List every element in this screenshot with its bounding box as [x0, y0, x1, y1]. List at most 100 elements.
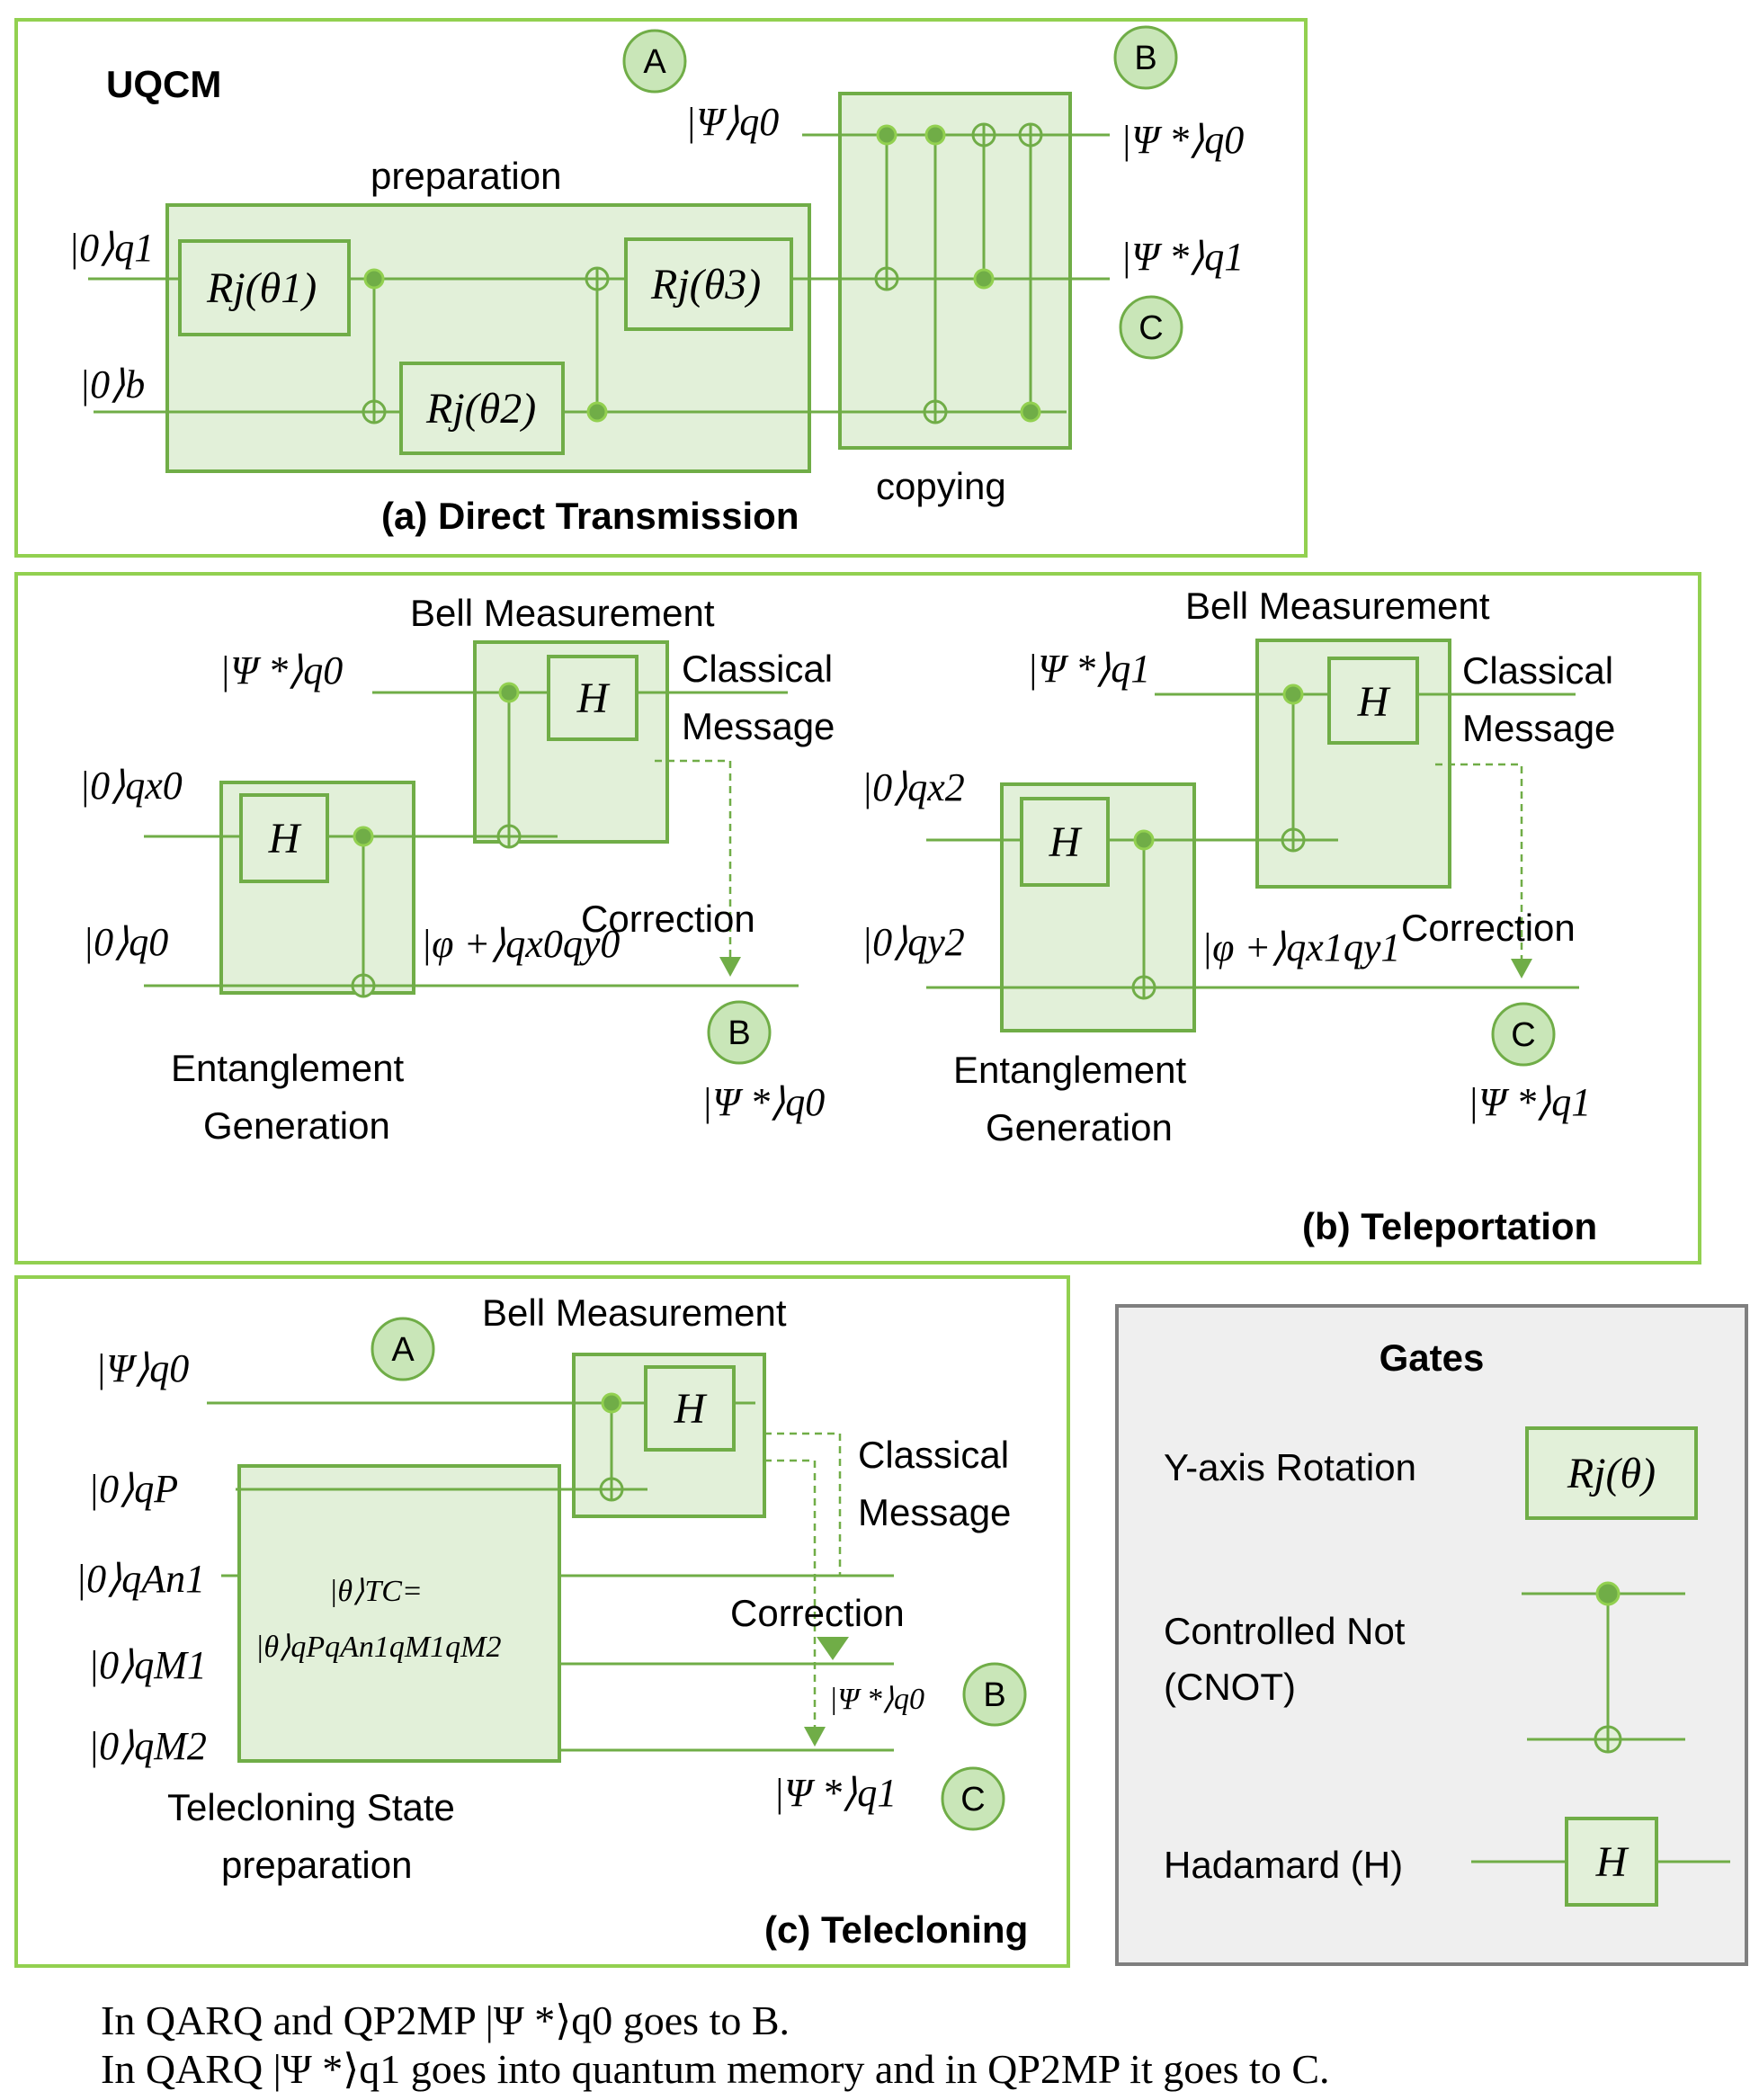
- classical-left-2: Message: [682, 705, 835, 747]
- cnot-copy-3-target-icon: [971, 122, 996, 147]
- cnot-bell-left-target-icon: [496, 824, 522, 849]
- gate-rj-theta2: [399, 362, 565, 455]
- marker-c-clone-label: C: [960, 1781, 985, 1819]
- legend-y-rotation: Y-axis Rotation: [1164, 1446, 1416, 1488]
- legend-cnot-target-icon: [1594, 1725, 1622, 1754]
- gate-rj-theta1-label: Rj(θ1): [206, 264, 317, 312]
- gate-h-ent-right: [1020, 797, 1110, 887]
- cnot-copy-1-target-icon: [874, 266, 899, 291]
- gate-h-bell-left-label: H: [576, 675, 611, 722]
- marker-c-tele-label: C: [1511, 1016, 1535, 1054]
- marker-b-label: B: [1134, 40, 1156, 77]
- marker-c-label: C: [1138, 309, 1163, 347]
- correction-right: Correction: [1401, 907, 1576, 949]
- label-c-zero-m2: |0⟩qM2: [88, 1724, 207, 1768]
- label-left-epr: |φ +⟩qx0qy0: [421, 922, 620, 966]
- note-line-1: In QARQ and QP2MP |Ψ *⟩q0 goes to B.: [101, 1997, 790, 2043]
- note-line-2: In QARQ |Ψ *⟩q1 goes into quantum memory…: [101, 2046, 1330, 2092]
- legend-h-gate: [1565, 1817, 1658, 1907]
- label-right-zero-q: |0⟩qy2: [862, 920, 965, 964]
- cnot-copy-4-target-icon: [1018, 122, 1043, 147]
- caption-b: (b) Teleportation: [1302, 1205, 1597, 1247]
- cnot-bell-right-control-icon: [1282, 684, 1304, 705]
- cnot-copy-4-control-icon: [1020, 401, 1041, 423]
- label-c-output-q1: |Ψ *⟩q1: [773, 1771, 897, 1815]
- label-left-zero-q: |0⟩q0: [83, 920, 168, 964]
- cnot-prep-1-target-icon: [362, 399, 387, 424]
- cnot-ent-right-control-icon: [1133, 829, 1155, 851]
- classical-left-dash: [655, 759, 732, 961]
- panel-telecloning: Bell Measurement H |Ψ⟩q0 |0⟩qP |0⟩qAn1 |…: [14, 1275, 1070, 1968]
- cnot-bell-left-control-icon: [498, 682, 520, 703]
- cnot-prep-1-control-icon: [363, 268, 385, 290]
- caption-a: (a) Direct Transmission: [381, 495, 799, 537]
- legend-rj-gate: [1525, 1426, 1698, 1520]
- label-right-output: |Ψ *⟩q1: [1468, 1080, 1591, 1124]
- marker-c-tele-icon: [1491, 1002, 1556, 1067]
- marker-a-clone-icon: [371, 1317, 435, 1381]
- ent-left-1: Entanglement: [171, 1047, 405, 1089]
- marker-a-icon: [622, 29, 687, 94]
- label-psi-q1-out: |Ψ *⟩q1: [1121, 235, 1244, 279]
- marker-a-clone-label: A: [391, 1331, 415, 1369]
- legend-hadamard: Hadamard (H): [1164, 1844, 1403, 1886]
- correction-c-arrow-1-icon: [804, 1727, 826, 1747]
- label-psi-q0-in: |Ψ⟩q0: [685, 100, 779, 144]
- teleportation-right: Bell Measurement H H |Ψ *⟩q1 Classical M…: [862, 585, 1615, 1148]
- cnot-bell-right-target-icon: [1281, 827, 1306, 853]
- label-c-output-q0: |Ψ *⟩q0: [829, 1683, 924, 1716]
- label-right-psi: |Ψ *⟩q1: [1027, 647, 1150, 691]
- gate-rj-theta3: [624, 237, 793, 331]
- gate-rj-theta1: [178, 239, 351, 336]
- cnot-bell-c-control-icon: [601, 1392, 622, 1414]
- copying-label: copying: [876, 465, 1006, 507]
- legend-cnot-1: Controlled Not: [1164, 1610, 1406, 1652]
- ent-right-1: Entanglement: [953, 1049, 1187, 1091]
- cnot-copy-3-control-icon: [973, 268, 995, 290]
- legend-h-gate-label: H: [1595, 1838, 1630, 1886]
- uqcm-title: UQCM: [106, 63, 221, 105]
- ent-left-2: Generation: [203, 1104, 390, 1147]
- label-left-psi: |Ψ *⟩q0: [219, 648, 343, 693]
- label-left-zero-x: |0⟩qx0: [79, 764, 183, 808]
- ent-right-2: Generation: [986, 1106, 1173, 1148]
- legend-cnot-control-icon: [1595, 1581, 1621, 1606]
- label-c-zero-an1: |0⟩qAn1: [76, 1557, 205, 1601]
- gate-h-bell-left: [547, 655, 638, 741]
- cnot-ent-left-target-icon: [351, 973, 376, 998]
- state-tc-line-2: |θ⟩qPqAn1qM1qM2: [255, 1631, 502, 1664]
- panel-teleportation: Bell Measurement H H |Ψ *⟩q0 Classical M…: [14, 572, 1701, 1264]
- cnot-ent-left-control-icon: [353, 826, 374, 847]
- correction-c: Correction: [730, 1592, 905, 1634]
- gate-h-ent-right-label: H: [1049, 818, 1083, 866]
- gates-legend: Gates Y-axis Rotation Rj(θ) Controlled N…: [1115, 1304, 1748, 1966]
- preparation-label: preparation: [371, 155, 561, 197]
- legend-rj-gate-label: Rj(θ): [1567, 1450, 1656, 1497]
- label-left-output: |Ψ *⟩q0: [701, 1080, 825, 1124]
- gate-rj-theta3-label: Rj(θ3): [650, 261, 761, 308]
- marker-b-tele-label: B: [728, 1014, 750, 1052]
- cnot-prep-2-target-icon: [585, 266, 610, 291]
- prep-c-1: Telecloning State: [167, 1786, 455, 1828]
- bell-c-label: Bell Measurement: [482, 1291, 787, 1334]
- marker-b-clone-label: B: [983, 1676, 1005, 1714]
- label-right-epr: |φ +⟩qx1qy1: [1201, 925, 1400, 970]
- label-psi-q0-out: |Ψ *⟩q0: [1121, 118, 1244, 162]
- gate-h-bell-c: [644, 1365, 736, 1452]
- cnot-copy-2-control-icon: [924, 124, 946, 146]
- marker-b-icon: [1113, 25, 1178, 90]
- correction-c-arrow-2-icon: [817, 1637, 849, 1660]
- gate-h-ent-left-label: H: [268, 815, 302, 862]
- label-c-zero-p: |0⟩qP: [88, 1467, 178, 1511]
- legend-cnot-2: (CNOT): [1164, 1666, 1296, 1708]
- gate-h-bell-right-label: H: [1357, 678, 1391, 726]
- bell-left-label: Bell Measurement: [410, 592, 715, 634]
- marker-b-clone-icon: [962, 1662, 1027, 1727]
- correction-left-arrow-icon: [719, 957, 741, 977]
- label-c-zero-m1: |0⟩qM1: [88, 1643, 207, 1687]
- cnot-prep-2-control-icon: [586, 401, 608, 423]
- cnot-bell-c-target-icon: [599, 1477, 624, 1502]
- prep-c-2: preparation: [221, 1844, 412, 1886]
- classical-c-dash-2: [764, 1459, 817, 1734]
